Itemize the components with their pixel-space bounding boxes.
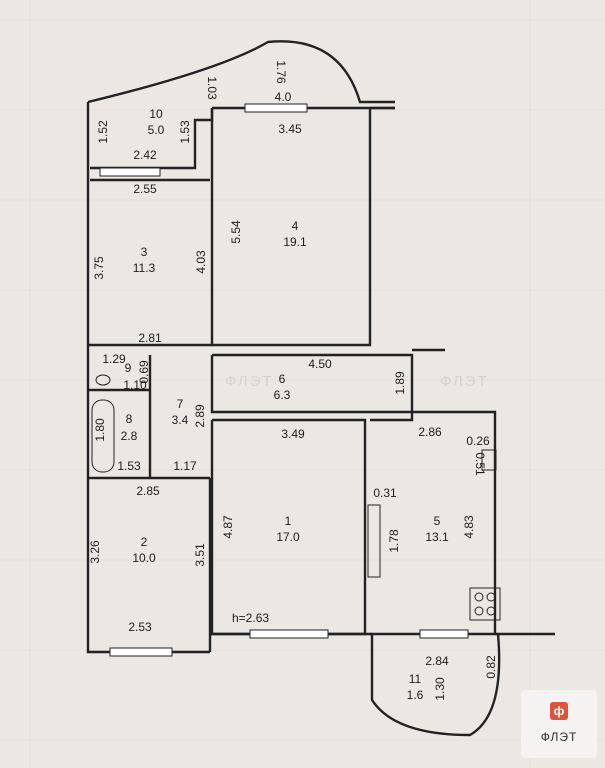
room-area: 10.0 — [132, 551, 156, 565]
fixtures — [91, 374, 501, 621]
room-number: 11 — [409, 672, 422, 686]
room-area: 2.8 — [121, 429, 138, 443]
room-number: 1 — [285, 514, 292, 528]
room-area: 17.0 — [276, 530, 300, 544]
dimension-label: 0.51 — [473, 452, 487, 476]
dimension-label: 3.45 — [278, 122, 302, 136]
dimension-label: 2.81 — [138, 331, 162, 345]
dimension-label: 1.29 — [102, 352, 126, 366]
room-area: 13.1 — [425, 530, 449, 544]
room-number: 7 — [177, 397, 184, 411]
dimension-label: 2.55 — [133, 182, 157, 196]
room-number: 5 — [434, 514, 441, 528]
room-area: 1.10 — [123, 378, 147, 392]
dimension-label: 2.89 — [193, 404, 207, 428]
windows — [99, 103, 469, 657]
dimension-label: 1.30 — [433, 677, 447, 701]
dimension-label: 1.89 — [393, 371, 407, 395]
room-area: 5.0 — [148, 123, 165, 137]
room-area: 19.1 — [283, 235, 307, 249]
dimension-label: 1.76 — [274, 60, 288, 84]
dimension-label: 1.52 — [96, 120, 110, 144]
dimension-label: 0.82 — [484, 655, 498, 679]
dimension-label: 0.31 — [373, 486, 397, 500]
walls — [86, 40, 555, 737]
dimension-label: 0.69 — [137, 360, 151, 384]
dimension-label: 2.53 — [128, 620, 152, 634]
room-area: 6.3 — [274, 388, 291, 402]
dimension-label: 2.85 — [136, 484, 160, 498]
logo-text: ФЛЭТ — [540, 730, 578, 744]
dimension-label: 3.51 — [193, 543, 207, 567]
dimension-label: 4.0 — [275, 90, 292, 104]
dimension-labels-vertical: 1.76 1.03 1.52 1.53 5.54 3.75 4.03 0.69 … — [88, 60, 498, 700]
room-number: 3 — [141, 245, 148, 259]
room-number: 9 — [125, 361, 132, 375]
dimension-label: 2.84 — [425, 654, 449, 668]
dimension-labels: 4.0 3.45 2.42 2.55 2.81 1.29 4.50 3.49 2… — [102, 90, 490, 668]
room-area: 3.4 — [172, 413, 189, 427]
room-area: 11.3 — [133, 261, 156, 275]
dimension-label: 3.26 — [88, 540, 102, 564]
dimension-label: 4.50 — [308, 357, 332, 371]
dimension-label: 4.87 — [221, 515, 235, 539]
room-number: 2 — [141, 535, 148, 549]
dimension-label: 1.03 — [205, 76, 219, 100]
dimension-label: 4.83 — [462, 515, 476, 539]
room-number: 6 — [279, 372, 286, 386]
room-area: 1.6 — [407, 688, 424, 702]
room-number: 10 — [149, 107, 163, 121]
dimension-label: 5.54 — [229, 220, 243, 244]
watermark: ФЛЭТ — [225, 373, 274, 390]
ceiling-height: h=2.63 — [232, 611, 269, 625]
watermark: ФЛЭТ — [440, 373, 489, 390]
room-labels: 1 17.0 2 10.0 3 11.3 4 19.1 5 13.1 6 6.3… — [121, 107, 449, 702]
room-number: 4 — [292, 219, 299, 233]
dimension-label: 3.49 — [281, 427, 305, 441]
logo-icon: ф — [550, 702, 568, 720]
dimension-label: 1.53 — [178, 120, 192, 144]
dimension-label: 4.03 — [194, 250, 208, 274]
dimension-label: 2.42 — [133, 148, 157, 162]
dimension-label: 3.75 — [92, 256, 106, 280]
dimension-label: 1.53 — [117, 459, 141, 473]
dimension-label: 1.80 — [93, 418, 107, 442]
dimension-label: 2.86 — [418, 425, 442, 439]
dimension-label: 1.17 — [173, 459, 197, 473]
room-number: 8 — [126, 412, 133, 426]
dimension-label: 1.78 — [387, 529, 401, 553]
dimension-label: 0.26 — [466, 434, 490, 448]
brand-logo: ф ФЛЭТ — [521, 690, 597, 758]
